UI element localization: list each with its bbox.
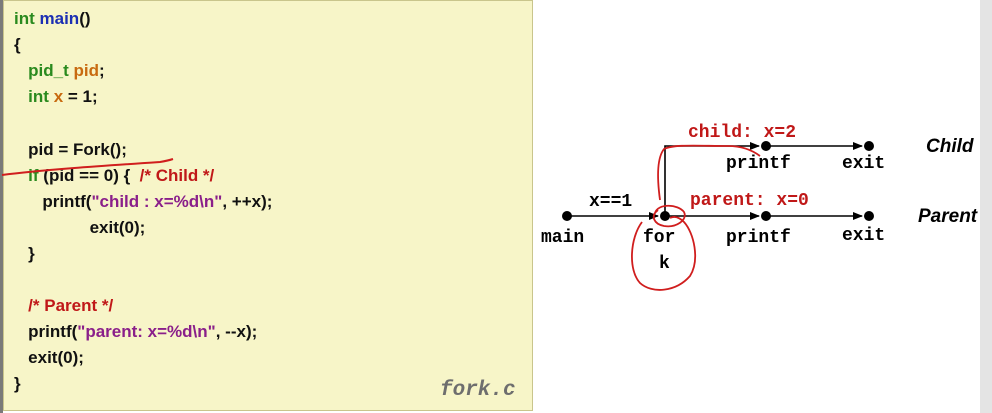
- code-line: exit(0);: [14, 348, 84, 368]
- code-token: main: [39, 9, 80, 28]
- code-token: int: [28, 87, 49, 107]
- code-token: exit(0);: [14, 348, 84, 368]
- code-line: int x = 1;: [14, 87, 98, 107]
- code-token: exit(0);: [14, 217, 146, 237]
- code-token: "parent: x=%d\n": [77, 322, 216, 342]
- node-printf-child-dot: [761, 141, 771, 151]
- code-token: printf(: [14, 322, 78, 342]
- code-token: }: [14, 243, 35, 263]
- node-exit-parent-dot: [864, 211, 874, 221]
- slide-right-edge: [980, 0, 992, 413]
- code-token: , --x);: [215, 322, 258, 342]
- code-line: }: [14, 244, 35, 264]
- code-token: (): [79, 9, 91, 28]
- code-line: printf("child : x=%d\n", ++x);: [14, 192, 272, 212]
- node-fork-dot: [660, 211, 670, 221]
- code-line: }: [14, 374, 21, 394]
- code-line: int main(): [14, 9, 91, 29]
- code-token: /* Child */: [139, 165, 215, 185]
- code-token: pid_t: [28, 61, 69, 81]
- node-label-fork-bottom: k: [659, 254, 670, 274]
- parent-output-label: parent: x=0: [690, 191, 809, 211]
- code-token: , ++x);: [222, 191, 273, 211]
- annotation-child-hook: [657, 144, 761, 201]
- code-token: pid = Fork();: [14, 139, 127, 159]
- annotation-fork-loop: [652, 204, 686, 228]
- code-token: ;: [99, 61, 105, 81]
- code-token: printf(: [14, 191, 92, 211]
- annotation-fork-circle: [631, 216, 697, 291]
- child-output-label: child: x=2: [688, 123, 796, 143]
- node-label-fork-top: for: [643, 228, 675, 248]
- node-label-printf-child: printf: [726, 154, 791, 174]
- code-token: /* Parent */: [28, 296, 114, 316]
- code-token: x: [53, 87, 64, 107]
- code-line: {: [14, 35, 21, 55]
- code-line: if (pid == 0) { /* Child */: [14, 166, 214, 186]
- node-printf-parent-dot: [761, 211, 771, 221]
- annotation-underline-stroke: [1, 158, 174, 176]
- code-token: }: [14, 374, 21, 394]
- code-line: /* Parent */: [14, 296, 113, 316]
- code-line: pid = Fork();: [14, 140, 127, 160]
- node-label-exit-parent: exit: [842, 226, 885, 246]
- process-label-parent: Parent: [918, 206, 978, 227]
- code-line: pid_t pid;: [14, 61, 105, 81]
- code-line: exit(0);: [14, 217, 146, 238]
- code-line: printf("parent: x=%d\n", --x);: [14, 322, 257, 342]
- code-panel: int main() { pid_t pid; int x = 1; pid = …: [3, 0, 533, 411]
- process-label-child: Child: [926, 136, 974, 157]
- filename-label: fork.c: [440, 379, 516, 402]
- node-exit-child-dot: [864, 141, 874, 151]
- node-main-dot: [562, 211, 572, 221]
- code-token: int: [14, 9, 35, 28]
- node-label-exit-child: exit: [842, 154, 885, 174]
- slide-left-strip: [0, 0, 3, 413]
- code-token: pid: [73, 61, 100, 81]
- node-label-main: main: [541, 228, 584, 248]
- code-token: (pid == 0) {: [38, 165, 140, 185]
- code-token: {: [14, 35, 21, 55]
- code-token: = 1;: [63, 87, 98, 107]
- edge-label-x-equals-1: x==1: [589, 192, 632, 212]
- node-label-printf-parent: printf: [726, 228, 791, 248]
- code-token: "child : x=%d\n": [91, 191, 223, 211]
- code-token: if: [28, 165, 39, 185]
